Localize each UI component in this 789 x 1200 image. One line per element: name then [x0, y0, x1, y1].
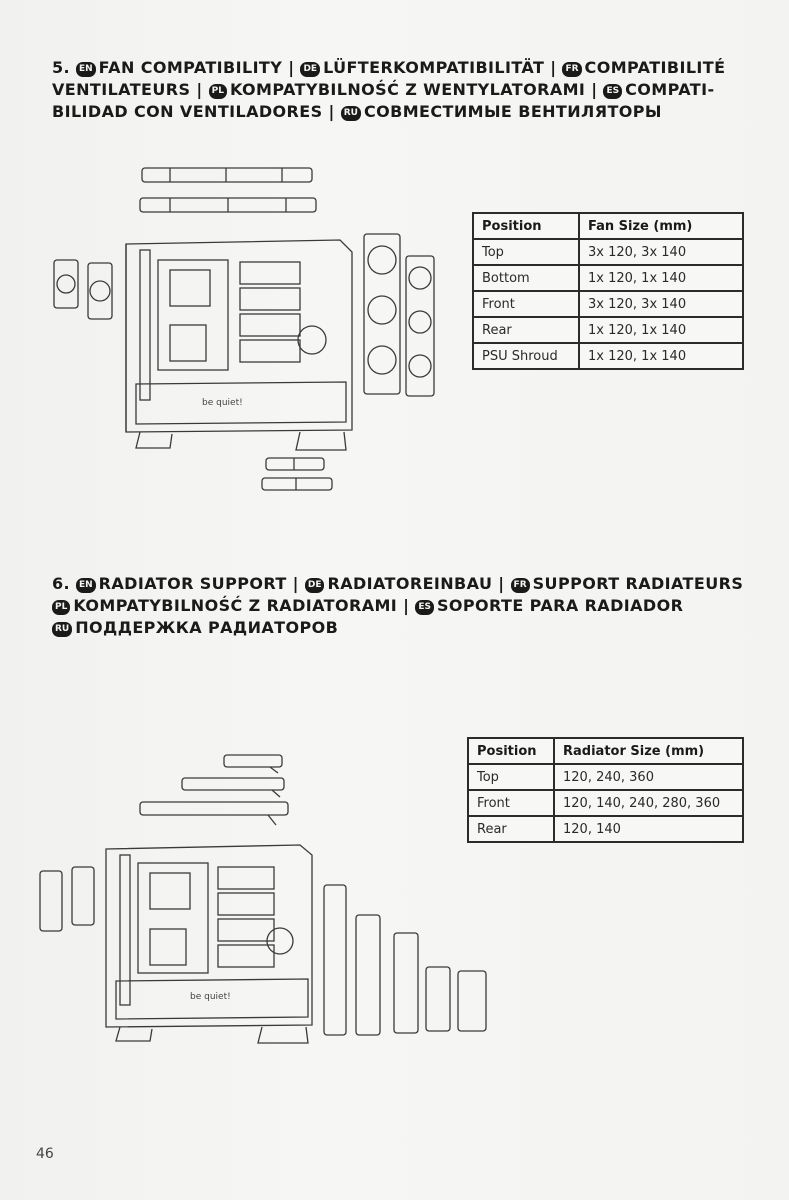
size-cell: 120, 140: [553, 815, 744, 843]
lang-badge-de: DE: [300, 62, 321, 77]
position-cell: Rear: [467, 815, 555, 843]
pc-case-icon: [105, 844, 313, 1044]
heading-text-es-cont: BILIDAD CON VENTILADORES |: [52, 102, 335, 121]
lang-badge-es: ES: [603, 84, 623, 99]
heading-text-fr: SUPPORT RADIATEURS: [532, 574, 744, 593]
heading-text-pl: KOMPATYBILNOŚĆ Z RADIATORAMI |: [73, 596, 410, 615]
table-header-row: Position Radiator Size (mm): [467, 737, 744, 765]
lang-badge-es: ES: [415, 600, 434, 615]
position-cell: Front: [472, 290, 580, 318]
case-logo: be quiet!: [190, 992, 231, 1002]
table-header-row: Position Fan Size (mm): [472, 212, 744, 240]
top-radiator-icon: [139, 754, 289, 826]
heading-text-de: RADIATOREINBAU |: [327, 574, 505, 593]
size-cell: 1x 120, 1x 140: [578, 316, 744, 344]
heading-text-en: FAN COMPATIBILITY |: [98, 58, 295, 77]
heading-text-fr: COMPATIBILITÉ: [584, 58, 726, 77]
lang-badge-en: EN: [75, 62, 96, 77]
heading-text-ru: ПОДДЕРЖКА РАДИАТОРОВ: [75, 618, 339, 637]
lang-badge-pl: PL: [52, 600, 71, 615]
heading-text-de: LÜFTERKOMPATIBILITÄT |: [323, 58, 557, 77]
front-fan-icon: [363, 233, 435, 397]
case-logo: be quiet!: [202, 398, 243, 408]
column-header: Fan Size (mm): [578, 212, 744, 240]
lang-badge-ru: RU: [52, 622, 73, 637]
position-cell: Top: [472, 238, 580, 266]
bottom-fan-icon: [261, 457, 333, 491]
heading-text-es: COMPATI-: [625, 80, 715, 99]
heading-text-pl: KOMPATYBILNOŚĆ Z WENTYLATORAMI |: [229, 80, 598, 99]
size-cell: 1x 120, 1x 140: [578, 342, 744, 370]
heading-text-fr-cont: VENTILATEURS |: [52, 80, 203, 99]
lang-badge-de: DE: [304, 578, 325, 593]
column-header: Radiator Size (mm): [553, 737, 744, 765]
position-cell: PSU Shroud: [472, 342, 580, 370]
position-cell: Rear: [472, 316, 580, 344]
lang-badge-ru: RU: [340, 106, 361, 121]
heading-text-en: RADIATOR SUPPORT |: [98, 574, 299, 593]
pc-case-icon: [125, 239, 353, 451]
position-cell: Front: [467, 789, 555, 817]
page-number: 46: [36, 1146, 54, 1162]
size-cell: 120, 140, 240, 280, 360: [553, 789, 744, 817]
column-header: Position: [467, 737, 555, 765]
position-cell: Top: [467, 763, 555, 791]
lang-badge-pl: PL: [208, 84, 227, 99]
size-cell: 3x 120, 3x 140: [578, 290, 744, 318]
lang-badge-fr: FR: [562, 62, 582, 77]
section-number: 5.: [52, 58, 76, 77]
top-fan-icon: [139, 167, 317, 213]
position-cell: Bottom: [472, 264, 580, 292]
rear-radiator-icon: [39, 866, 95, 932]
rear-fan-icon: [53, 259, 113, 320]
heading-text-es: SOPORTE PARA RADIADOR: [437, 596, 684, 615]
lang-badge-en: EN: [75, 578, 96, 593]
size-cell: 3x 120, 3x 140: [578, 238, 744, 266]
front-radiator-icon: [323, 884, 487, 1036]
radiator-layout-illustration: [39, 754, 487, 1044]
column-header: Position: [472, 212, 580, 240]
lang-badge-fr: FR: [510, 578, 530, 593]
size-cell: 120, 240, 360: [553, 763, 744, 791]
heading-text-ru: СОВМЕСТИМЫЕ ВЕНТИЛЯТОРЫ: [363, 102, 662, 121]
size-cell: 1x 120, 1x 140: [578, 264, 744, 292]
fan-layout-illustration: [53, 167, 435, 491]
section-number: 6.: [52, 574, 76, 593]
